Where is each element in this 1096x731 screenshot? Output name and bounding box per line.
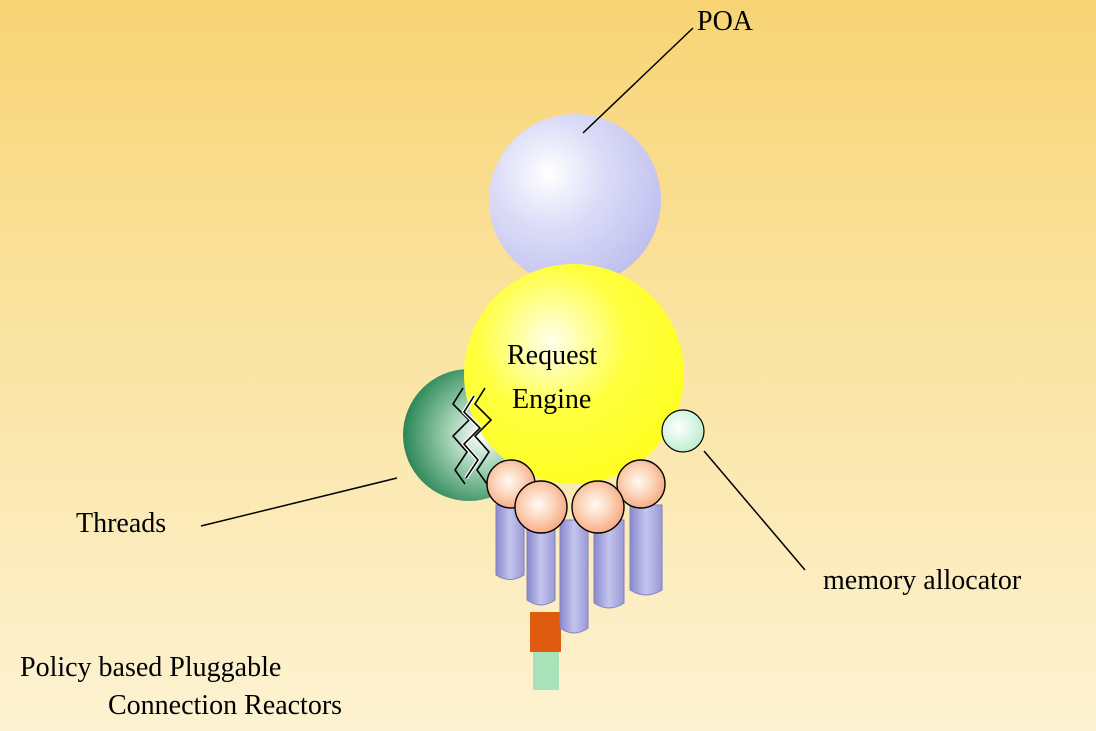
cylinder	[526, 519, 556, 606]
connector-cap	[514, 480, 568, 534]
memory-allocator-label: memory allocator	[823, 565, 1022, 596]
request-engine-label-line1: Request	[507, 340, 598, 371]
connection-plug	[530, 612, 561, 690]
thread-zigzags	[451, 387, 493, 485]
request-engine-label-line2: Engine	[512, 384, 592, 415]
memory-allocator-sphere	[661, 409, 705, 453]
cylinder	[629, 504, 663, 596]
threads-label: Threads	[76, 508, 167, 539]
connection-reactors-label-line1: Policy based Pluggable	[20, 652, 282, 683]
connection-reactors-label-line2: Connection Reactors	[108, 690, 343, 721]
plug-orange-body	[530, 612, 561, 652]
poa-label: POA	[697, 6, 754, 37]
cylinder	[559, 519, 589, 634]
poa-sphere	[489, 114, 661, 286]
thread-zigzag	[462, 395, 482, 479]
request-engine-sphere	[464, 264, 684, 484]
poa-leader-line	[582, 27, 694, 134]
cylinder	[495, 504, 525, 580]
plug-green-tail	[533, 648, 559, 690]
threads-leader-line	[200, 477, 398, 527]
cylinder	[593, 519, 625, 609]
connector-cap	[571, 480, 625, 534]
thread-zigzag	[473, 387, 493, 485]
connector-cylinders	[495, 504, 663, 634]
connector-cap	[616, 459, 666, 509]
thread-zigzag	[451, 387, 471, 485]
connector-caps	[486, 459, 666, 534]
memory-leader-line	[703, 450, 806, 571]
